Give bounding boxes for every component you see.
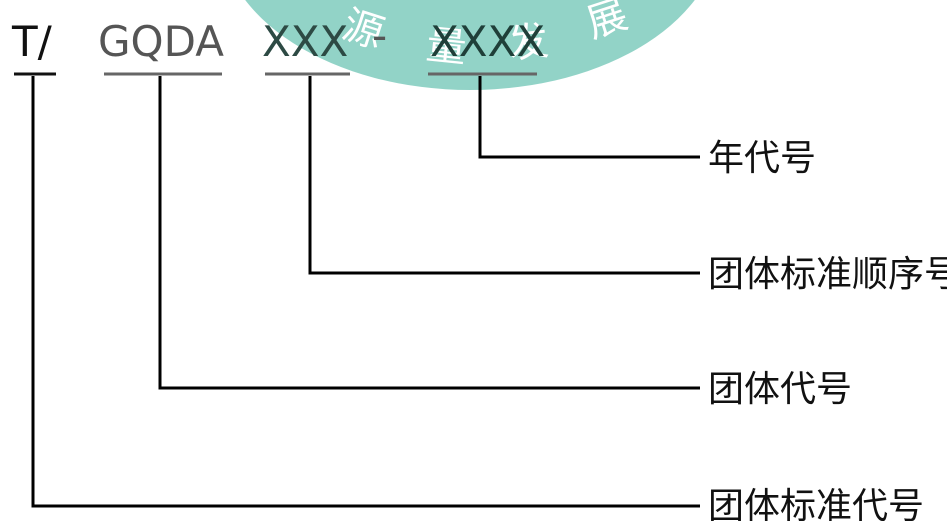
- standard-code: T/ GQDA XXX - XXXX: [11, 11, 545, 66]
- leader-lines: [31, 76, 700, 508]
- leader-org: [158, 76, 700, 390]
- leader-year: [478, 76, 700, 159]
- watermark-seal: 源 量 发 展: [245, 0, 695, 90]
- code-seq: XXX: [262, 17, 348, 66]
- code-dash: -: [372, 11, 387, 60]
- watermark-circle: [245, 0, 695, 90]
- label-seq: 团体标准顺序号: [708, 254, 947, 295]
- label-prefix: 团体标准代号: [708, 486, 924, 521]
- leader-seq: [308, 76, 700, 275]
- watermark-char-3: 发: [506, 18, 551, 68]
- watermark-char-2: 量: [424, 22, 469, 72]
- label-org: 团体代号: [708, 369, 852, 410]
- leader-prefix: [31, 76, 700, 508]
- segment-labels: 年代号 团体标准顺序号 团体代号 团体标准代号: [708, 138, 947, 521]
- code-prefix: T/: [11, 17, 53, 66]
- label-year: 年代号: [708, 138, 816, 179]
- code-year: XXXX: [430, 17, 545, 66]
- code-org: GQDA: [98, 17, 224, 66]
